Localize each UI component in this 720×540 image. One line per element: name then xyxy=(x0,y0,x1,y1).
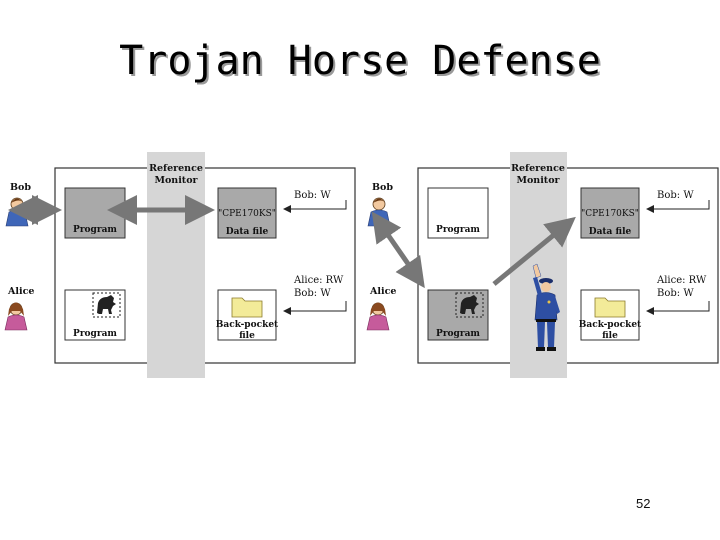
left-bottom-program-box xyxy=(64,289,126,341)
left-top-program-label: Program xyxy=(73,225,117,235)
right-data-file-name: "CPE170KS" xyxy=(581,209,639,219)
right-trojan-dashed-box xyxy=(455,292,484,318)
left-bob-label: Bob xyxy=(10,182,31,193)
left-acl-bob-w-2: Bob: W xyxy=(294,288,331,299)
right-acl-top-bracket xyxy=(646,200,710,213)
slide-title: Trojan Horse Defense xyxy=(119,38,601,84)
page-number: 52 xyxy=(636,496,651,511)
left-monitor-label-1: Reference xyxy=(149,163,203,174)
left-acl-alice-rw: Alice: RW xyxy=(293,275,344,286)
right-alice-figure: Alice xyxy=(366,286,396,331)
right-bob-figure: Bob xyxy=(367,182,393,227)
police-officer-icon xyxy=(532,263,560,351)
right-bob-program-arrow xyxy=(371,211,425,289)
right-data-file-box xyxy=(580,187,640,239)
left-acl-bob-w: Bob: W xyxy=(294,190,331,201)
right-top-program-label: Program xyxy=(436,225,480,235)
left-acl-top-bracket xyxy=(283,200,347,213)
right-folder-icon xyxy=(594,297,626,318)
right-alice-label: Alice xyxy=(369,286,396,297)
left-bottom-program-label: Program xyxy=(73,329,117,339)
left-acl-bottom-bracket xyxy=(283,301,347,315)
left-diagram: Reference Monitor Bob Alice Program "CPE… xyxy=(4,152,356,378)
left-folder-icon xyxy=(231,297,263,318)
right-acl-bottom-bracket xyxy=(646,301,710,315)
right-program-datafile-arrow xyxy=(492,216,576,286)
right-acl-bob-w: Bob: W xyxy=(657,190,694,201)
left-data-file-label: Data file xyxy=(226,227,269,237)
right-trojan-horse-icon xyxy=(460,295,479,314)
right-monitor-label-1: Reference xyxy=(511,163,565,174)
right-data-file-label: Data file xyxy=(589,227,632,237)
left-reference-monitor-band xyxy=(147,152,205,378)
right-back-pocket-label-2: file xyxy=(602,331,618,341)
left-alice-figure: Alice xyxy=(4,286,34,331)
left-back-pocket-label-2: file xyxy=(239,331,255,341)
right-acl-bob-w-2: Bob: W xyxy=(657,288,694,299)
left-data-file-name: "CPE170KS" xyxy=(218,209,276,219)
left-trojan-horse-icon xyxy=(97,295,116,314)
right-bottom-program-box xyxy=(427,289,489,341)
right-diagram: Reference Monitor Bob Alice Program "CPE… xyxy=(366,152,719,378)
left-data-file-box xyxy=(217,187,277,239)
right-bottom-program-label: Program xyxy=(436,329,480,339)
left-alice-label: Alice xyxy=(7,286,34,297)
left-bob-figure: Bob xyxy=(5,182,31,227)
right-bob-label: Bob xyxy=(372,182,393,193)
right-back-pocket-label-1: Back-pocket xyxy=(579,320,642,330)
right-top-program-box xyxy=(427,187,489,239)
left-monitor-label-2: Monitor xyxy=(154,175,198,186)
left-trojan-dashed-box xyxy=(92,292,121,318)
left-back-pocket-label-1: Back-pocket xyxy=(216,320,279,330)
right-monitor-label-2: Monitor xyxy=(516,175,560,186)
right-acl-alice-rw: Alice: RW xyxy=(656,275,707,286)
